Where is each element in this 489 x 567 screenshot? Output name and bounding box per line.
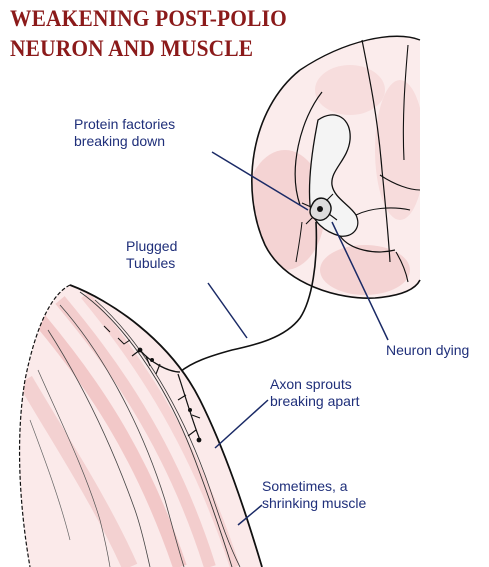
label-shrinking-muscle: Sometimes, a shrinking muscle [262, 478, 366, 512]
label-sometimes-line-1: Sometimes, a [262, 478, 366, 495]
leader-line-axon [215, 400, 268, 448]
label-sometimes-line-2: shrinking muscle [262, 495, 366, 512]
label-protein-line-1: Protein factories [74, 116, 175, 133]
label-axon-line-2: breaking apart [270, 393, 360, 410]
label-protein-factories: Protein factories breaking down [74, 116, 175, 150]
spinal-cord-cross-section [180, 30, 430, 372]
label-plugged-line-1: Plugged [126, 238, 177, 255]
label-axon-line-1: Axon sprouts [270, 376, 360, 393]
title-line-1: WEAKENING POST-POLIO [10, 6, 287, 32]
label-axon-sprouts: Axon sprouts breaking apart [270, 376, 360, 410]
muscle [0, 270, 280, 567]
label-plugged-tubules: Plugged Tubules [126, 238, 177, 272]
label-plugged-line-2: Tubules [126, 255, 177, 272]
label-protein-line-2: breaking down [74, 133, 175, 150]
title-line-2: NEURON AND MUSCLE [10, 36, 253, 62]
label-neuron-dying: Neuron dying [386, 342, 469, 359]
leader-line-tubules [208, 283, 247, 338]
